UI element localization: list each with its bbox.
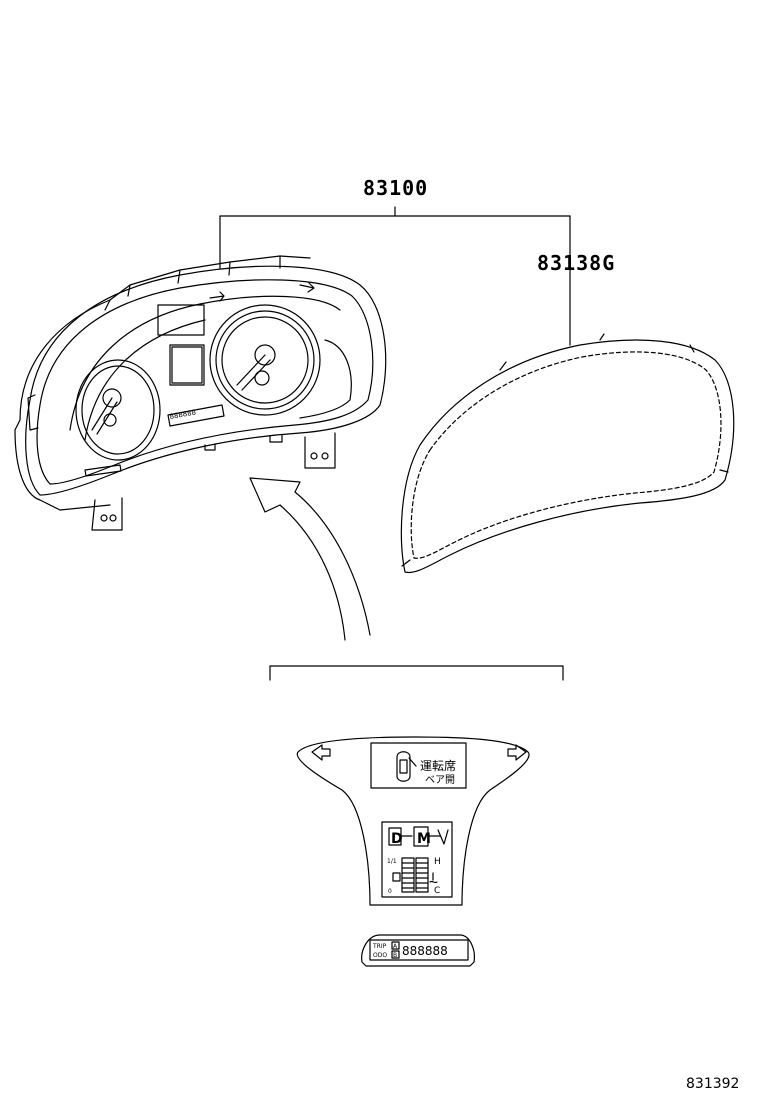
odometer-trip-display[interactable]	[361, 934, 475, 967]
part-number-83138g[interactable]: 83138G	[537, 251, 616, 275]
part-number-83100[interactable]: 83100	[363, 176, 429, 200]
odo-label: ODO	[373, 952, 387, 959]
cluster-odometer-digits: 888888	[169, 408, 197, 421]
combination-meter-assembly[interactable]	[14, 255, 387, 531]
gear-m-label: M	[417, 831, 431, 847]
fuel-full-label: 1/1	[387, 858, 397, 865]
temp-cold-label: C	[434, 886, 440, 896]
fuel-empty-label: 0	[388, 888, 392, 895]
message-text-line-1: 運転席	[420, 758, 456, 773]
diagram-reference-number: 831392	[686, 1076, 740, 1092]
message-text-line-2: ベア開	[425, 774, 455, 786]
sweep-arrow	[249, 477, 371, 641]
temp-hot-label: H	[434, 857, 441, 867]
combination-meter-glass[interactable]	[400, 333, 735, 574]
multi-info-display-panel[interactable]	[296, 736, 530, 906]
odometer-digits: 888888	[402, 944, 448, 958]
detail-bracket	[269, 665, 564, 681]
odo-a-label: A	[393, 943, 398, 950]
odo-b-label: B	[393, 952, 397, 959]
gear-d-label: D	[391, 831, 403, 847]
assembly-leader-bracket	[219, 206, 571, 346]
trip-label: TRIP	[372, 943, 387, 950]
